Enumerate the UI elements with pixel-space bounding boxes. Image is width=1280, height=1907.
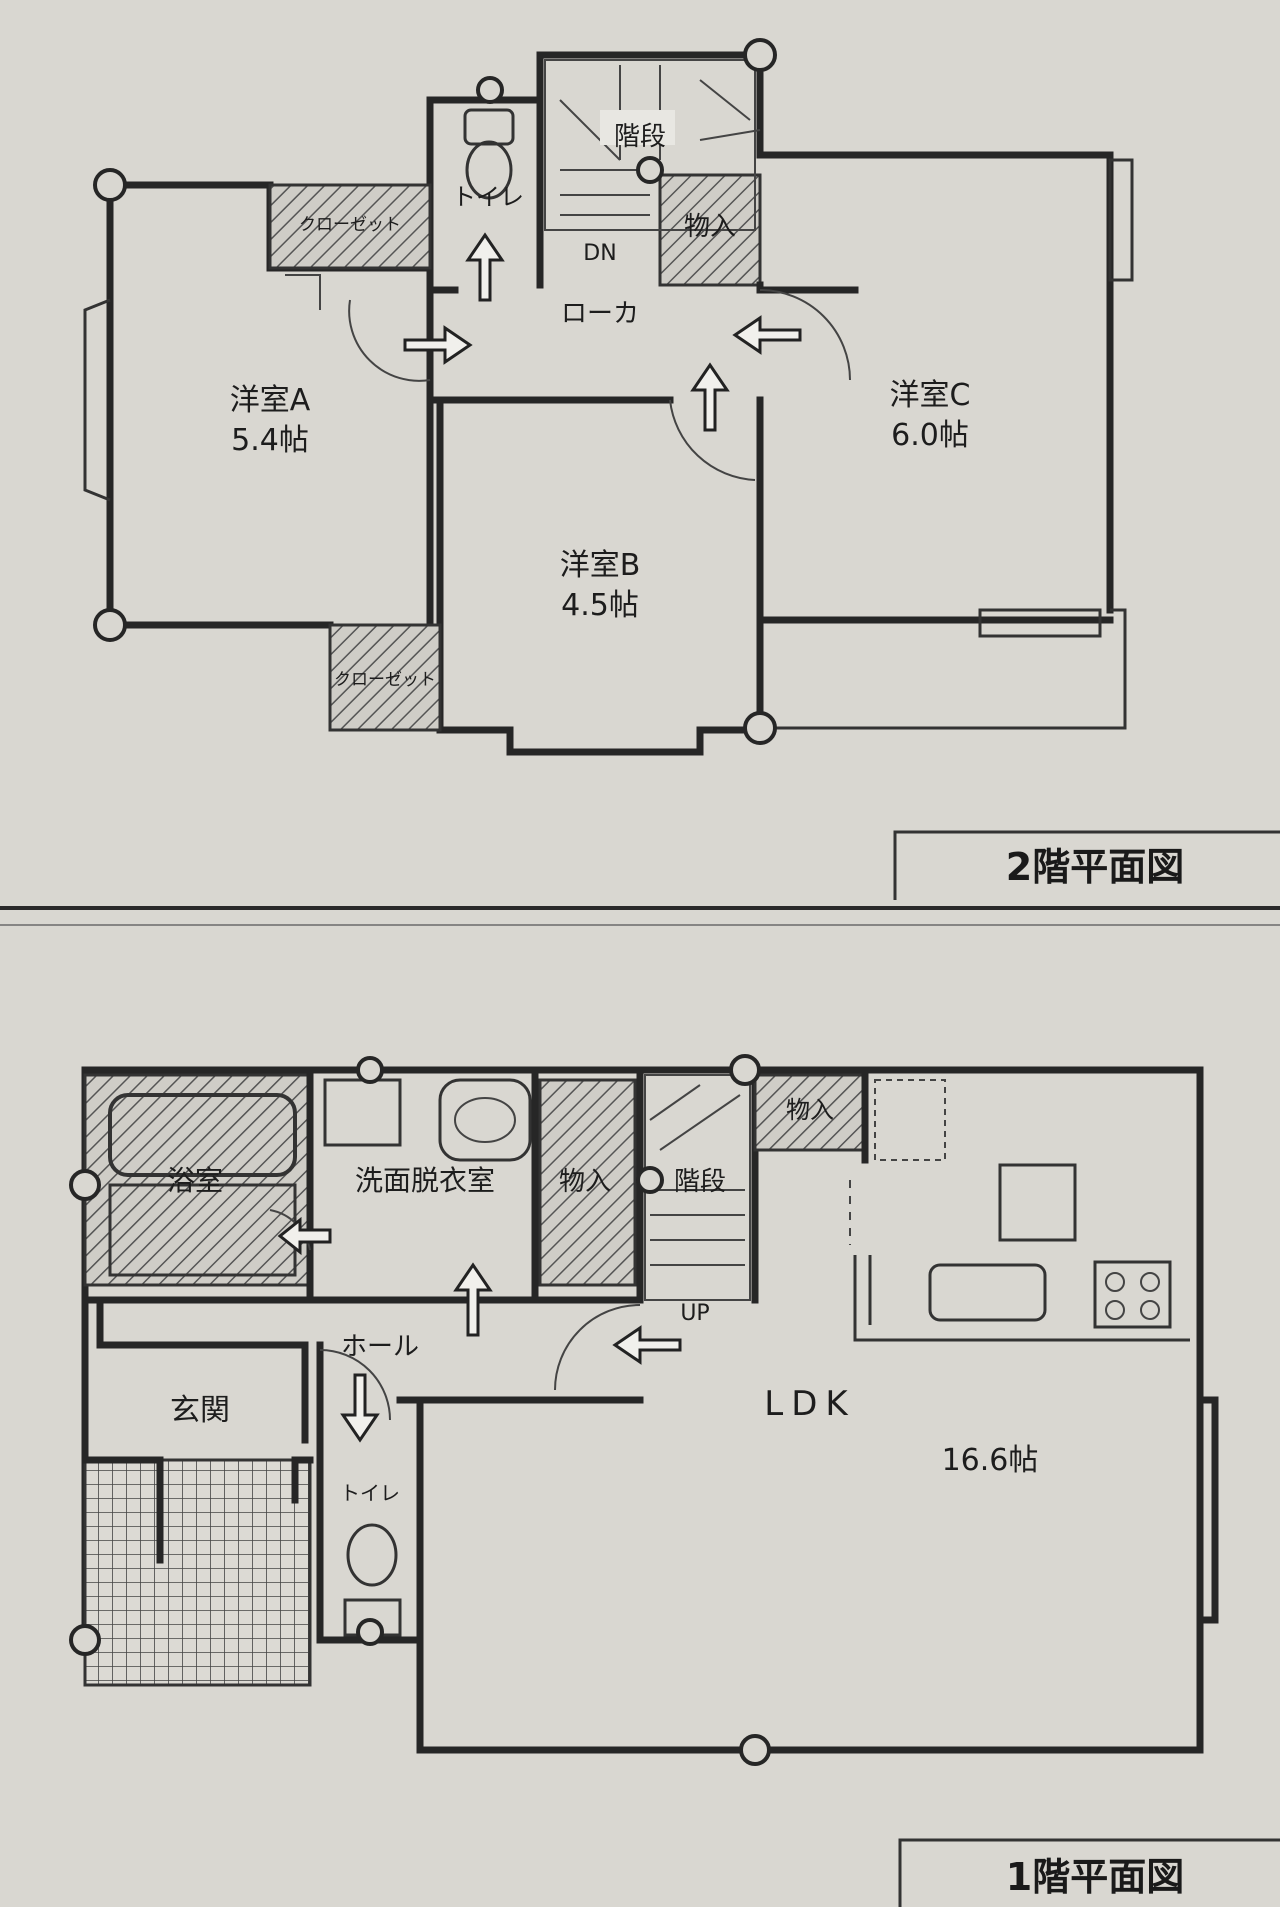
floor1-column [69,1169,101,1201]
floor2-room-c-name: 洋室C [890,378,971,413]
floor1-stove [1093,1260,1172,1329]
floor1-column [739,1734,771,1766]
floor2-door-room-c [759,289,851,381]
floor1-column [69,1624,101,1656]
floor2-window-east [1108,158,1134,282]
floor1-wall-toilet-east [316,1396,424,1644]
floor1-entrance-step [81,1456,164,1564]
floor1-burner [1140,1300,1160,1320]
floor2-outer-wall-south [436,616,1114,756]
floor1-column [356,1618,384,1646]
floor2-closet-b [328,623,442,732]
floor2-door-room-b [669,399,756,481]
floor1-entrance-tiles [83,1458,312,1687]
floor1-washroom-label: 洗面脱衣室 [355,1164,495,1197]
floor2-closet-a [268,183,432,270]
floor1-entrance-step-right [291,1456,314,1504]
floor2-column [476,76,504,104]
floor1-bathtub [108,1093,297,1177]
floor1-burner [1105,1300,1125,1320]
floor1-door-toilet [319,1349,391,1421]
floor2-title-box [893,830,1280,900]
floor2-balcony [770,608,1127,730]
floor2-column [743,711,777,745]
floor2-closet-b-label: クローゼット [334,670,436,690]
floor2-toilet-bowl [465,140,513,200]
floor1-toilet-bowl [346,1523,398,1587]
floor2-stairs-direction: DN [583,241,616,266]
floor2-bay-window-west [83,298,111,502]
floor1-wall-hall-left [96,1296,309,1444]
floor2-room-c-size: 6.0帖 [891,418,969,453]
floor2-column [93,168,127,202]
floor2-column [636,156,664,184]
floor2-hall-label: ローカ [561,299,639,329]
floor1-washbasin [438,1078,532,1162]
floor2-door-room-a [348,299,431,382]
floor1-kitchen-counter [853,1255,1190,1342]
floor2-closet-door [285,274,321,310]
floor1-stairs-direction: UP [680,1301,709,1326]
floor1-burner [1105,1272,1125,1292]
floor1-kitchen-table [998,1163,1077,1242]
floor1-washer [323,1078,402,1147]
floor1-burner [1140,1272,1160,1292]
floor1-arrow-down-icon [340,1373,380,1443]
floor2-arrow-up-icon [690,362,730,432]
floor1-arrow-left-icon [612,1325,682,1365]
floor2-room-b-name: 洋室B [560,548,641,583]
floor1-fridge-space [874,1079,946,1161]
floor1-column [356,1056,384,1084]
floor1-storage-1-label: 物入 [559,1167,611,1197]
floor2-stairs-label: 階段 [614,122,666,152]
floor2-title: 2階平面図 [1006,845,1184,889]
floor2-room-a-name: 洋室A [230,383,311,418]
floor2-stairs [544,59,761,231]
floor2-arrow-left-icon [732,315,802,355]
floor1-title: 1階平面図 [1006,1855,1184,1899]
floor2-room-a-size: 5.4帖 [231,423,309,458]
floor1-storage-1 [538,1078,637,1287]
floor1-door-ldk [554,1304,641,1391]
floor2-arrow-up-icon [465,232,505,302]
floor1-title-box [898,1838,1280,1907]
floor2-column [93,608,127,642]
floor1-arrow-up-icon [453,1262,493,1337]
floor1-hall-label: ホール [341,1332,419,1362]
floor1-ldk-label: LDK [764,1384,855,1424]
floor2-arrow-right-icon [403,325,473,365]
floor1-entrance-label: 玄関 [170,1393,230,1428]
floor1-outer-wall-east-lower [416,1396,1219,1754]
floor1-storage-2 [753,1073,867,1152]
floor2-room-b-size: 4.5帖 [561,588,639,623]
floor1-column [636,1166,664,1194]
floor2-balcony-rail [978,608,1102,638]
floor-1-plan: 浴室 洗面脱衣室 物入 階段 物入 ホール 玄関 トイレ LDK 16.6帖 U… [69,1054,1280,1907]
floor1-arrow-left-icon [277,1216,332,1256]
floor-2-plan: 洋室A 5.4帖 洋室B 4.5帖 洋室C 6.0帖 クローゼット クローゼット… [83,38,1280,900]
floor2-wall-corridor-right [756,281,859,294]
floor1-column [729,1054,761,1086]
floor2-storage-label: 物入 [684,212,736,242]
floor1-toilet-label: トイレ [340,1481,400,1505]
floor2-toilet-tank [463,108,515,146]
floor1-bath-label: 浴室 [167,1164,223,1197]
floor1-ldk-size: 16.6帖 [942,1443,1039,1478]
floor2-column [743,38,777,72]
floor2-toilet-label: トイレ [452,183,524,211]
floor1-kitchen-sink [928,1263,1047,1322]
floor2-closet-a-label: クローゼット [299,215,401,235]
floor1-storage-2-label: 物入 [786,1096,834,1124]
floor1-basin-bowl [454,1097,516,1143]
floor1-bath [83,1073,312,1287]
floor1-stairs-label: 階段 [674,1167,726,1197]
